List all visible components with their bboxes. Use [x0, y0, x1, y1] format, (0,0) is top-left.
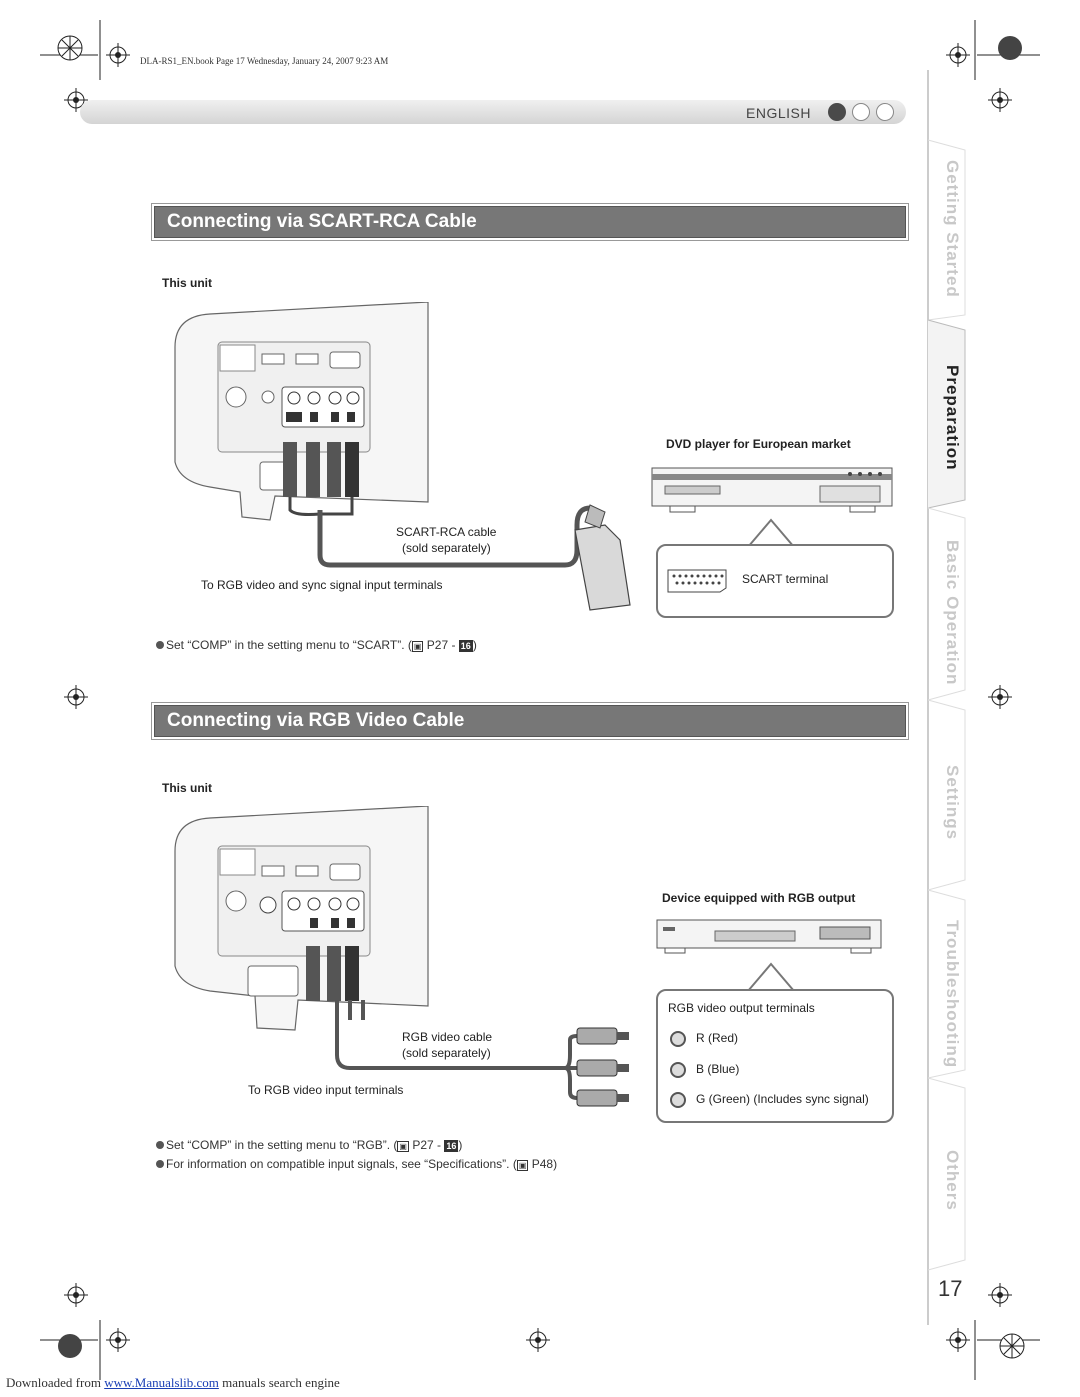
scart-terminal-label: SCART terminal: [742, 572, 829, 586]
rca-jack-icon: [670, 1031, 686, 1047]
manualslib-link[interactable]: www.Manualslib.com: [104, 1375, 219, 1390]
projector-illustration: [174, 806, 429, 1031]
note-dash: -: [448, 638, 459, 652]
terminal-b-label: B (Blue): [696, 1062, 740, 1076]
cable-label-line1: RGB video cable: [402, 1030, 493, 1044]
section-header-rgb: Connecting via RGB Video Cable: [154, 705, 906, 737]
book-icon: ▣: [397, 1141, 409, 1152]
side-tab-divider: [927, 70, 966, 1325]
page-ref[interactable]: P48: [531, 1157, 554, 1171]
book-icon: ▣: [411, 641, 424, 652]
note-suffix: ): [472, 638, 477, 652]
scart-note: Set “COMP” in the setting menu to “SCART…: [156, 638, 477, 652]
rca-jack-icon: [670, 1062, 686, 1078]
to-terminals-label: To RGB video input terminals: [248, 1083, 404, 1097]
rgb-note-comp: Set “COMP” in the setting menu to “RGB”.…: [156, 1138, 462, 1152]
output-terminals-label: RGB video output terminals: [668, 1001, 815, 1015]
this-unit-label: This unit: [162, 781, 212, 795]
language-bar: ENGLISH: [80, 100, 906, 124]
language-dot-icon: [876, 103, 894, 121]
section-title: Connecting via SCART-RCA Cable: [167, 211, 477, 232]
print-header: DLA-RS1_EN.book Page 17 Wednesday, Janua…: [140, 56, 389, 66]
side-tab-others[interactable]: Others: [943, 1150, 962, 1211]
cable-label-line2: (sold separately): [402, 541, 491, 555]
language-label: ENGLISH: [746, 105, 811, 121]
language-dot-icon: [852, 103, 870, 121]
to-terminals-label: To RGB video and sync signal input termi…: [201, 578, 443, 592]
note-text: Set “COMP” in the setting menu to “SCART…: [166, 638, 412, 652]
note-text: Set “COMP” in the setting menu to “RGB”.…: [166, 1138, 398, 1152]
rgb-note-specs: For information on compatible input sign…: [156, 1157, 557, 1171]
step-badge: 16: [458, 640, 473, 652]
side-tab-settings[interactable]: Settings: [943, 765, 962, 841]
section-header-scart: Connecting via SCART-RCA Cable: [154, 206, 906, 238]
book-icon: ▣: [516, 1160, 529, 1171]
section-title: Connecting via RGB Video Cable: [167, 710, 465, 731]
side-tab-getting-started[interactable]: Getting Started: [943, 160, 962, 298]
crosshair-icon: [64, 43, 1012, 1352]
note-suffix: ): [553, 1157, 558, 1171]
language-dot-icon: [828, 103, 846, 121]
page-ref[interactable]: P27: [426, 638, 449, 652]
callout-pointer: [747, 962, 795, 992]
bullet-icon: [156, 641, 164, 649]
scart-terminal-callout: SCART terminal: [656, 544, 894, 618]
rgb-device-illustration: [656, 919, 882, 954]
note-dash: -: [433, 1138, 445, 1152]
note-suffix: ): [458, 1138, 463, 1152]
scart-cable-illustration: [317, 504, 631, 611]
step-badge: 16: [444, 1140, 459, 1152]
starburst-icon: [57, 35, 1025, 1359]
cable-label-line1: SCART-RCA cable: [396, 525, 497, 539]
side-tab-preparation[interactable]: Preparation: [943, 365, 962, 471]
device-label: DVD player for European market: [666, 437, 851, 451]
this-unit-label: This unit: [162, 276, 212, 290]
cable-label-line2: (sold separately): [402, 1046, 491, 1060]
rgb-terminals-callout: RGB video output terminals R (Red) B (Bl…: [656, 989, 894, 1123]
note-text: For information on compatible input sign…: [166, 1157, 517, 1171]
rca-jack-icon: [670, 1092, 686, 1108]
rgb-cable-illustration: [335, 1000, 629, 1107]
bullet-icon: [156, 1141, 164, 1149]
footer: Downloaded from www.Manualslib.com manua…: [6, 1375, 340, 1391]
callout-pointer: [747, 518, 795, 548]
projector-illustration: [174, 302, 429, 521]
dvd-player-illustration: [651, 467, 893, 513]
terminal-g-label: G (Green) (Includes sync signal): [696, 1092, 869, 1106]
footer-prefix: Downloaded from: [6, 1375, 105, 1390]
bullet-icon: [156, 1160, 164, 1168]
page-ref[interactable]: P27: [412, 1138, 434, 1152]
terminal-r-label: R (Red): [696, 1031, 739, 1045]
device-label: Device equipped with RGB output: [662, 891, 856, 905]
side-tab-basic-operation[interactable]: Basic Operation: [943, 540, 962, 686]
side-tab-troubleshooting[interactable]: Troubleshooting: [943, 920, 962, 1069]
scart-connector-icon: [667, 569, 727, 593]
page-number: 17: [938, 1276, 963, 1301]
footer-suffix: manuals search engine: [218, 1375, 340, 1390]
